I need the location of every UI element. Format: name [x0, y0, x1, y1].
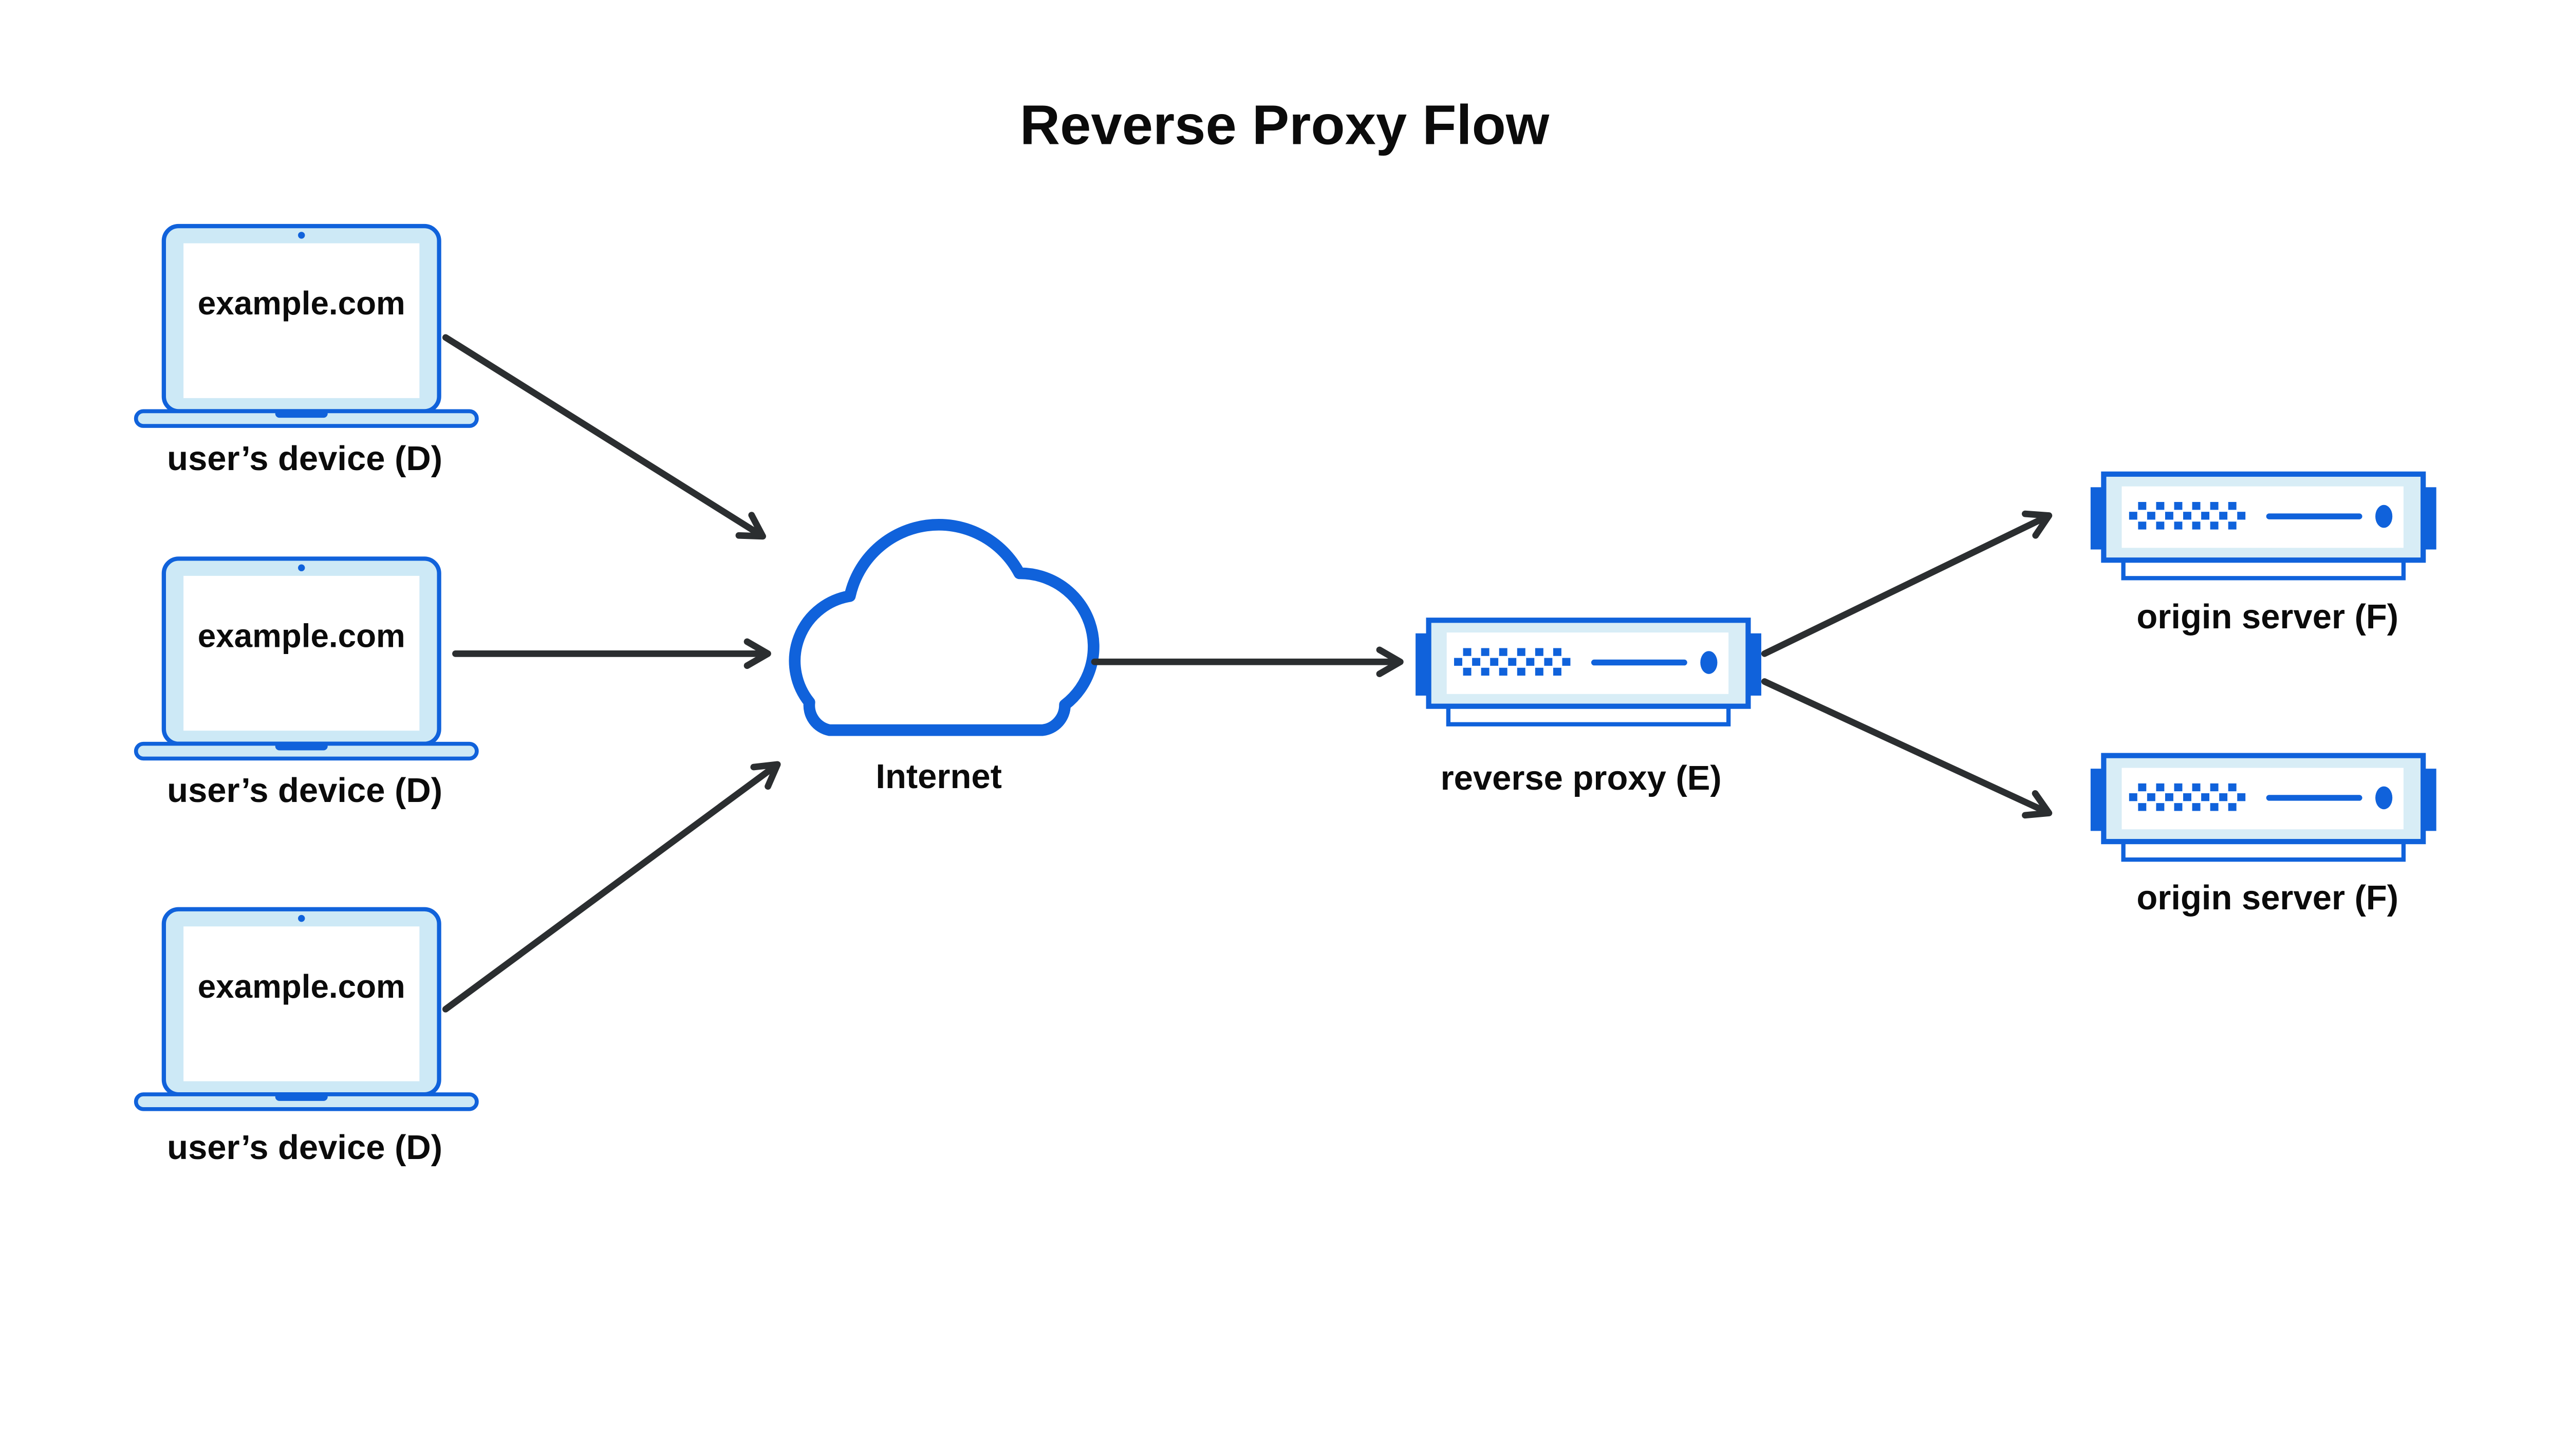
flow-arrows	[442, 334, 2053, 1013]
node-origin-server-2: origin server (F)	[2091, 756, 2436, 917]
arrow-device3-to-internet	[442, 761, 781, 1013]
laptop-icon	[136, 909, 477, 1109]
device-screen-text: example.com	[198, 618, 405, 655]
cloud-icon	[789, 519, 1100, 736]
device-label: user’s device (D)	[167, 1128, 442, 1167]
node-internet: Internet	[789, 519, 1100, 796]
origin-label: origin server (F)	[2136, 598, 2398, 636]
node-reverse-proxy: reverse proxy (E)	[1416, 620, 1761, 797]
server-icon	[2091, 474, 2436, 578]
node-user-device-1: example.com user’s device (D)	[136, 226, 477, 478]
page-title: Reverse Proxy Flow	[1020, 94, 1550, 156]
arrow-proxy-to-origin2	[1761, 678, 2053, 819]
server-icon	[1416, 620, 1761, 724]
device-screen-text: example.com	[198, 285, 405, 322]
device-label: user’s device (D)	[167, 771, 442, 810]
origin-label: origin server (F)	[2136, 879, 2398, 917]
node-user-device-3: example.com user’s device (D)	[136, 909, 477, 1167]
diagram-canvas: Reverse Proxy Flow example.com user’s de…	[0, 94, 2569, 1167]
device-label: user’s device (D)	[167, 439, 442, 478]
node-origin-server-1: origin server (F)	[2091, 474, 2436, 636]
reverse-proxy-flow-diagram: Reverse Proxy Flow example.com user’s de…	[0, 94, 2569, 1167]
device-screen-text: example.com	[198, 968, 405, 1005]
internet-label: Internet	[876, 757, 1002, 796]
proxy-label: reverse proxy (E)	[1441, 759, 1722, 797]
arrow-proxy-to-origin1	[1761, 510, 2053, 657]
node-user-device-2: example.com user’s device (D)	[136, 558, 477, 810]
laptop-icon	[136, 226, 477, 426]
server-icon	[2091, 756, 2436, 860]
arrow-device1-to-internet	[442, 334, 766, 540]
laptop-icon	[136, 558, 477, 758]
